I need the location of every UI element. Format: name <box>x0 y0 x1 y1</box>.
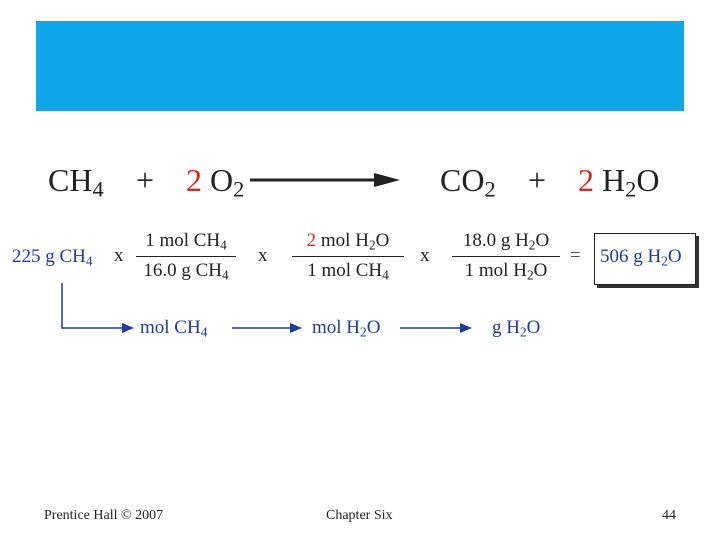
footer-slide-number: 44 <box>662 508 676 523</box>
equals-sign: = <box>570 245 581 266</box>
reactant-o2: 2 O2 <box>186 162 245 202</box>
reaction-arrow <box>250 173 400 187</box>
product-h2o: 2 H2O <box>578 162 660 202</box>
fraction-bar <box>136 256 236 257</box>
answer-mass: 506 g H2O <box>600 246 682 269</box>
plus-sign-1: + <box>136 162 155 198</box>
multiply-sign-3: x <box>420 245 430 266</box>
factor3-numerator: 18.0 g H2O <box>462 230 550 253</box>
conversion-factor-molar-mass: 1 mol CH4 16.0 g CH4 <box>136 230 236 282</box>
answer-box <box>594 233 696 285</box>
flow-step-mol-ch4: mol CH4 <box>140 317 208 340</box>
factor2-numerator: 2 mol H2O <box>306 230 390 253</box>
multiply-sign-1: x <box>114 245 124 266</box>
footer-chapter: Chapter Six <box>326 508 393 523</box>
flow-step-g-h2o: g H2O <box>492 317 541 340</box>
conversion-factor-mole-ratio: 2 mol H2O 1 mol CH4 <box>292 230 404 282</box>
plus-sign-2: + <box>528 162 547 198</box>
factor2-denominator: 1 mol CH4 <box>307 260 389 283</box>
flow-step-mol-h2o: mol H2O <box>312 317 381 340</box>
factor1-numerator: 1 mol CH4 <box>145 230 227 253</box>
multiply-sign-2: x <box>258 245 268 266</box>
given-mass: 225 g CH4 <box>12 246 93 269</box>
fraction-bar <box>292 256 404 257</box>
product-co2: CO2 <box>440 162 496 202</box>
conversion-factor-water-molar-mass: 18.0 g H2O 1 mol H2O <box>452 230 560 282</box>
fraction-bar <box>452 256 560 257</box>
factor1-denominator: 16.0 g CH4 <box>143 260 229 283</box>
title-banner <box>36 21 684 111</box>
footer-publisher: Prentice Hall © 2007 <box>44 508 164 523</box>
factor3-denominator: 1 mol H2O <box>464 260 548 283</box>
reactant-ch4: CH4 <box>48 162 104 202</box>
